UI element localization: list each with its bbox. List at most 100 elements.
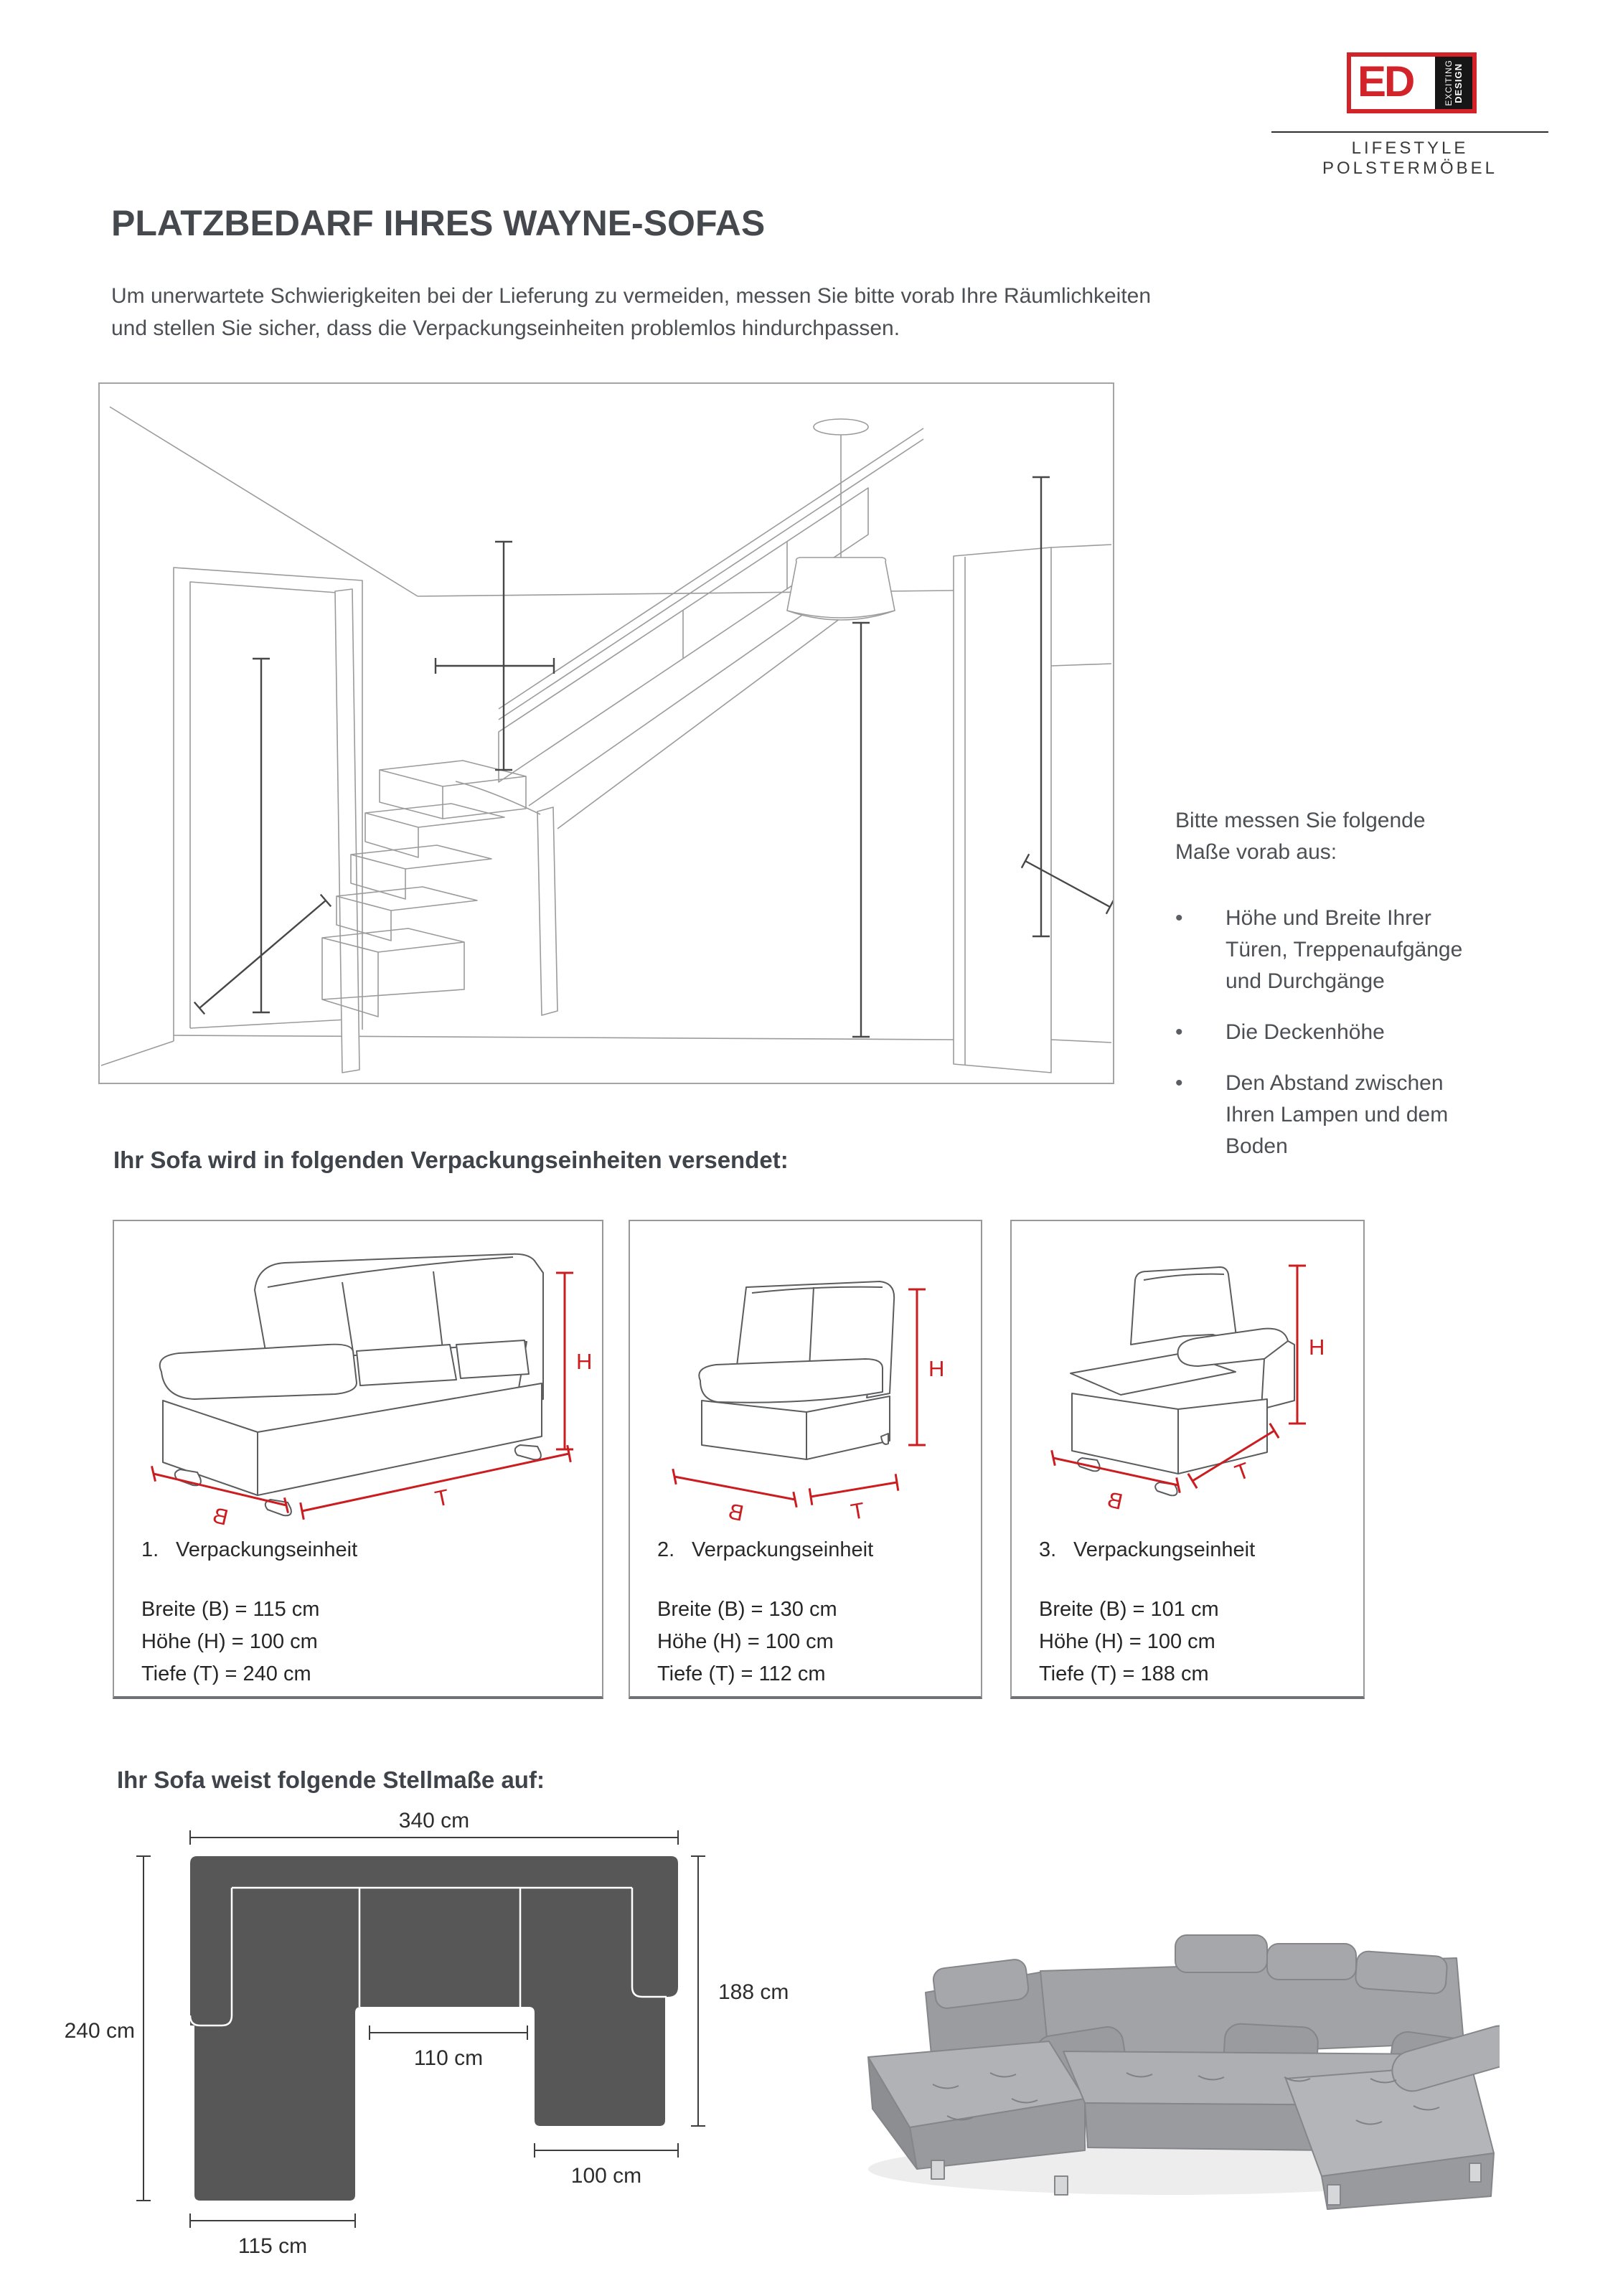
stair-height-arrow [495, 540, 512, 771]
list-line: Höhe und Breite Ihrer [1226, 906, 1431, 930]
sofa-body [867, 1934, 1500, 2210]
base-left-face [162, 1400, 258, 1496]
right-wall-lines [1050, 544, 1112, 1043]
measurement-arrows [193, 476, 1115, 1038]
backrest-top-seam [267, 1256, 514, 1288]
base-front-face [257, 1383, 542, 1496]
stair-landing-side [442, 776, 527, 819]
foot-right [514, 1444, 542, 1461]
stair-balustrade-panel [498, 487, 869, 783]
hoehe-value: Höhe (H) = 100 cm [657, 1630, 834, 1653]
b-dimension-letter: B [210, 1502, 230, 1530]
tiefe-value: Tiefe (T) = 112 cm [657, 1662, 826, 1685]
lamp-canopy [813, 418, 869, 436]
list-item-text: Den Abstand zwischen Ihren Lampen und de… [1226, 1068, 1527, 1162]
packaging-unit-1-drawing: H B T [151, 1253, 592, 1530]
logo-ed-monogram: ED [1358, 57, 1415, 105]
logo-tagline-panel: EXCITING DESIGN [1435, 57, 1472, 109]
dim-label-bottom-left: 115 cm [238, 2234, 307, 2258]
sofa-back-panel [1130, 1266, 1238, 1345]
foot-mid [264, 1499, 292, 1517]
foot-left [174, 1469, 202, 1487]
measure-note: Bitte messen Sie folgende Maße vorab aus… [1175, 805, 1527, 1182]
door-height-arrow [253, 657, 270, 1014]
backrest-fold [809, 1286, 814, 1368]
headrest-2 [1175, 1934, 1268, 1973]
dim-line-top [189, 1830, 679, 1845]
lamp-floor-arrow [852, 621, 870, 1038]
foot-3 [1327, 2184, 1341, 2206]
breite-value: Breite (B) = 130 cm [657, 1598, 837, 1621]
hoehe-value: Höhe (H) = 100 cm [141, 1630, 318, 1653]
dimension-lines [1050, 1264, 1306, 1494]
base-side-face [1177, 1398, 1268, 1474]
list-line: Den Abstand zwischen [1226, 1071, 1444, 1095]
list-line: Die Deckenhöhe [1226, 1020, 1385, 1044]
stair-width-arrow [434, 658, 555, 674]
packaging-unit-card-3: H B T 3. Verpackungseinheit Breite (B) =… [1010, 1220, 1365, 1699]
packaging-unit-card-2: H B T 2. Verpackungseinheit Breite (B) =… [629, 1220, 982, 1699]
foot-1 [931, 2160, 945, 2180]
h-dimension-letter: H [1309, 1335, 1325, 1360]
intro-paragraph: Um unerwartete Schwierigkeiten bei der L… [111, 280, 1431, 344]
packaging-unit-3-text: 3. Verpackungseinheit Breite (B) = 101 c… [1039, 1538, 1255, 1690]
b-dimension-line [1050, 1449, 1181, 1494]
door-frame-inner [189, 581, 347, 1029]
headrest-4 [1355, 1950, 1448, 1995]
unit-number: 3. [1039, 1538, 1057, 1561]
sofa-photo [867, 1934, 1500, 2210]
h-dimension-letter: H [576, 1349, 592, 1374]
base-side-face [806, 1396, 890, 1460]
lamp-shade-rim [786, 610, 895, 618]
stair-top-rails [498, 428, 924, 720]
dim-line-inner [369, 2026, 528, 2040]
dim-line-bottom-right [534, 2143, 679, 2158]
floor-line [173, 1035, 954, 1040]
base-front-face [701, 1400, 807, 1460]
stair-step-3 [364, 803, 505, 858]
intro-line-1: Um unerwartete Schwierigkeiten bei der L… [111, 284, 1152, 308]
t-dimension-line [808, 1474, 900, 1505]
dim-line-bottom-left [189, 2213, 356, 2228]
right-pad-seam [631, 1888, 667, 1998]
sofa-footprint-shape [190, 1856, 678, 2201]
dim-label-inner: 110 cm [414, 2046, 483, 2070]
h-dimension-line [1289, 1264, 1306, 1425]
packaging-unit-dimensions: Breite (B) = 115 cm Höhe (H) = 100 cm Ti… [141, 1594, 357, 1690]
bullet-marker: • [1175, 1020, 1183, 1044]
room-illustration-frame [98, 382, 1115, 1084]
dim-label-left: 240 cm [65, 2019, 135, 2043]
plan-dimension-lines [136, 1830, 705, 2228]
dim-label-right: 188 cm [718, 1980, 789, 2004]
dim-line-left [136, 1855, 151, 2201]
breite-value: Breite (B) = 101 cm [1039, 1598, 1219, 1621]
packaging-unit-3-drawing: H B T [1050, 1264, 1325, 1515]
t-dimension-letter: T [433, 1485, 451, 1512]
b-dimension-letter: B [1105, 1487, 1125, 1515]
intro-line-2: und stellen Sie sicher, dass die Verpack… [111, 316, 900, 340]
left-pad-seam [189, 1888, 233, 2027]
packaging-unit-title: 3. Verpackungseinheit [1039, 1538, 1255, 1562]
logo-divider-line [1271, 131, 1548, 133]
right-door-height-arrow [1032, 476, 1050, 938]
bullet-marker: • [1175, 906, 1183, 930]
list-line: Boden [1226, 1134, 1288, 1158]
list-item-text: Höhe und Breite Ihrer Türen, Treppenaufg… [1226, 903, 1527, 997]
tiefe-value: Tiefe (T) = 240 cm [141, 1662, 311, 1685]
dim-label-top: 340 cm [399, 1809, 469, 1832]
stair-newel-post [537, 806, 558, 1016]
measure-note-heading-1: Bitte messen Sie folgende [1175, 809, 1426, 832]
left-wall-edge [109, 406, 418, 597]
list-line: Ihren Lampen und dem [1226, 1103, 1449, 1126]
dim-label-bottom-right: 100 cm [571, 2164, 641, 2188]
hoehe-value: Höhe (H) = 100 cm [1039, 1630, 1215, 1653]
left-chaise-side [867, 2056, 918, 2170]
list-item: • Höhe und Breite Ihrer Türen, Treppenau… [1175, 903, 1527, 997]
b-dimension-line [151, 1465, 289, 1514]
t-dimension-line [299, 1444, 572, 1520]
foot-mid [1154, 1482, 1178, 1497]
b-dimension-line [672, 1468, 798, 1508]
packaging-unit-card-1: H B T 1. Verpackungseinheit Breite (B) =… [113, 1220, 603, 1699]
headrest-1 [932, 1959, 1030, 2009]
dimension-lines [672, 1288, 926, 1508]
